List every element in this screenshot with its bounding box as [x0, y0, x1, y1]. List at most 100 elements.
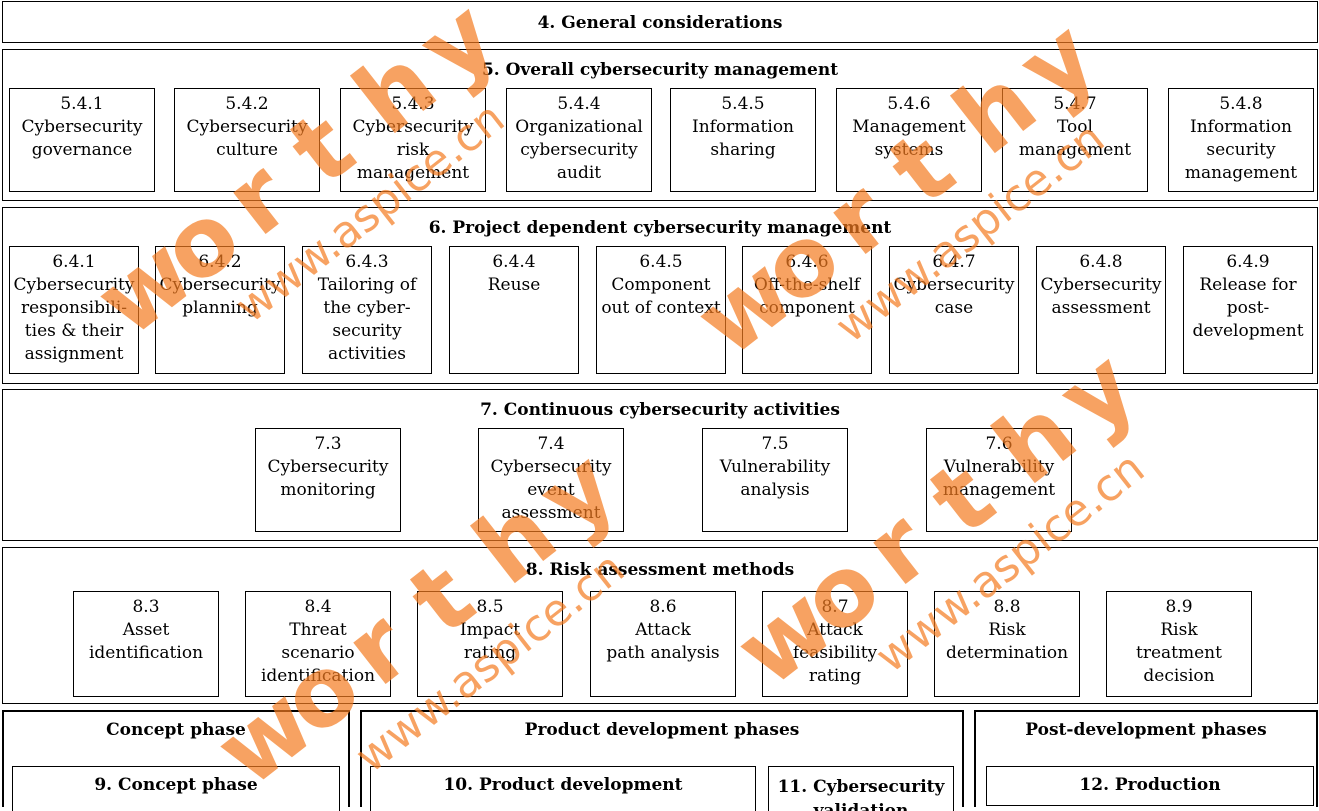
- section-general-considerations: 4. General considerations: [2, 1, 1318, 43]
- clause-label-line: Reuse: [487, 275, 541, 295]
- clause-label-line: determination: [945, 643, 1069, 663]
- clause-label-line: identification: [260, 666, 376, 686]
- clause-number: 8.9: [1165, 597, 1193, 617]
- clause-number: 6.4.1: [52, 252, 96, 272]
- clause-label-line: security: [332, 321, 402, 341]
- clause-label-line: management: [356, 163, 470, 183]
- clause-label-line: audit: [556, 163, 602, 183]
- clause-label-line: Tailoring of: [317, 275, 417, 295]
- clause-label-line: Cybersecurity: [352, 117, 474, 137]
- clause-11-cybersecurity-validation: 11. Cybersecurity validation: [768, 766, 954, 811]
- clause-number: 8.6: [649, 597, 677, 617]
- clause-number: 6.4.5: [639, 252, 683, 272]
- clause-label-line: monitoring: [280, 480, 376, 500]
- section-overall-cybersecurity-management: 5. Overall cybersecurity management 5.4.…: [2, 49, 1318, 201]
- clause-label-line: Cybersecurity: [21, 117, 143, 137]
- clause-label-line: ties & their: [24, 321, 124, 341]
- clause-number: 5.4.4: [557, 94, 601, 114]
- clause-label-line: rating: [463, 643, 517, 663]
- clause-number: 7.6: [985, 434, 1013, 454]
- clause-number: 8.4: [304, 597, 332, 617]
- clause-12-production: 12. Production: [986, 766, 1314, 806]
- clause-label-line: Impact: [459, 620, 521, 640]
- clause-label-line: governance: [31, 140, 133, 160]
- clause-number: 5.4.8: [1219, 94, 1263, 114]
- section-title: 7. Continuous cybersecurity activities: [480, 400, 840, 420]
- clause-number: 6.4.4: [492, 252, 536, 272]
- clause-label-line: Information: [691, 117, 795, 137]
- clause-label-line: treatment: [1136, 643, 1222, 663]
- clause-number: 6.4.7: [932, 252, 976, 272]
- clause-number: 5.4.1: [60, 94, 104, 114]
- clause-number: 8.3: [132, 597, 160, 617]
- section-title: 8. Risk assessment methods: [525, 560, 795, 580]
- clause-label-line: culture: [216, 140, 278, 160]
- phase-product-development: Product development phases 10. Product d…: [360, 710, 964, 811]
- phase-title: Concept phase: [106, 720, 246, 740]
- section-continuous-cybersecurity-activities: 7. Continuous cybersecurity activities 7…: [2, 389, 1318, 541]
- clause-label-line: management: [942, 480, 1056, 500]
- clause-label-line: analysis: [740, 480, 810, 500]
- clause-label-line: path analysis: [606, 643, 720, 663]
- clause-label-line: Risk: [1160, 620, 1198, 640]
- clause-label-line: responsibili-: [20, 298, 128, 318]
- clause-number: 6.4.8: [1079, 252, 1123, 272]
- clause-label-line: out of context: [601, 298, 721, 318]
- clause-label-line: assignment: [24, 344, 124, 364]
- phase-title: Post-development phases: [1025, 720, 1267, 740]
- clause-label-line: the cyber-: [323, 298, 411, 318]
- clause-number: 6.4.9: [1226, 252, 1270, 272]
- clause-label-line: assessment: [1051, 298, 1151, 318]
- clause-label-line: activities: [327, 344, 407, 364]
- clause-9-concept-phase: 9. Concept phase: [12, 766, 340, 811]
- clause-label-line: Attack: [807, 620, 863, 640]
- clause-10-product-development: 10. Product development: [370, 766, 756, 811]
- section-title: 4. General considerations: [537, 13, 783, 33]
- clause-label-line: Attack: [635, 620, 691, 640]
- clause-label-line: Component: [611, 275, 711, 295]
- clause-number: 6.4.3: [345, 252, 389, 272]
- clause-label-line: event: [527, 480, 575, 500]
- clause-label-line: Management: [852, 117, 966, 137]
- clause-label-line: risk: [396, 140, 430, 160]
- clause-label-line: Cybersecurity: [893, 275, 1015, 295]
- clause-label-line: security: [1206, 140, 1276, 160]
- section-project-dependent-cybersecurity-management: 6. Project dependent cybersecurity manag…: [2, 207, 1318, 384]
- clause-number: 5.4.2: [225, 94, 269, 114]
- clause-number: 6.4.6: [785, 252, 829, 272]
- clause-label-line: Off-the-shelf: [753, 275, 861, 295]
- clause-label-line: Cybersecurity: [490, 457, 612, 477]
- clause-number: 8.8: [993, 597, 1021, 617]
- clause-label-line: Organizational: [515, 117, 643, 137]
- clause-number: 5.4.6: [887, 94, 931, 114]
- clause-number: 8.7: [821, 597, 849, 617]
- clause-label-line: Cybersecurity: [267, 457, 389, 477]
- clause-label-line: Cybersecurity: [1040, 275, 1162, 295]
- clause-label-line: Asset: [122, 620, 170, 640]
- clause-number: 6.4.2: [198, 252, 242, 272]
- clause-label-line: Vulnerability: [943, 457, 1055, 477]
- clause-label-line: Tool: [1057, 117, 1093, 137]
